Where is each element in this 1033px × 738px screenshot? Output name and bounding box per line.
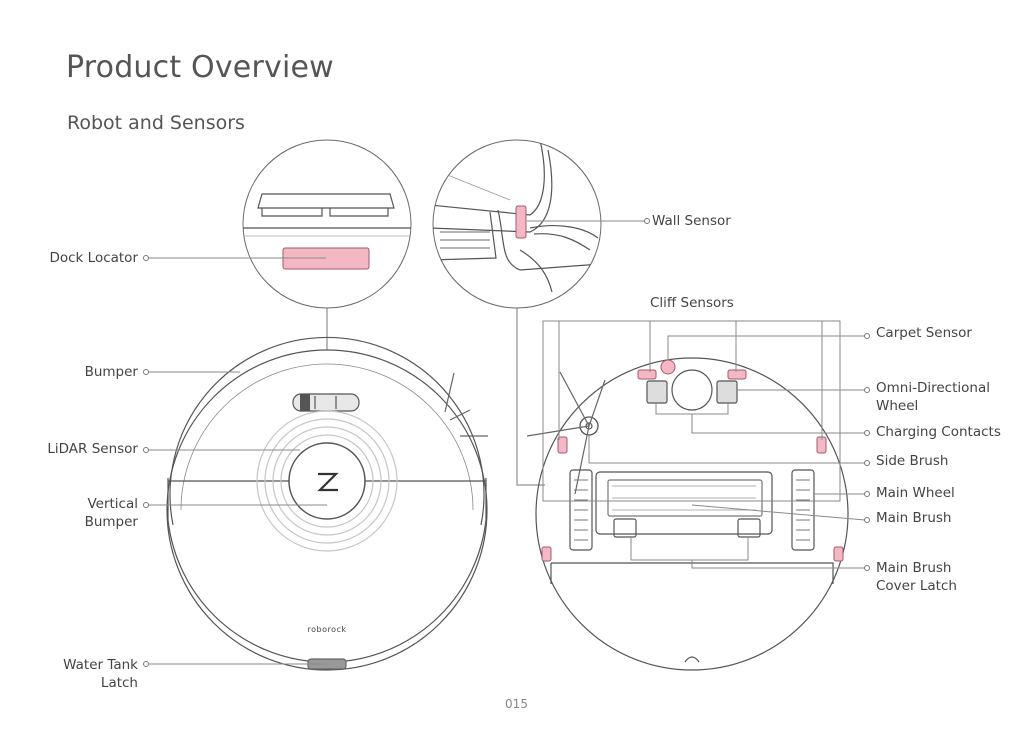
wall-sensor-inset [430,140,601,308]
label-omni-wheel: Omni-Directional Wheel [876,379,990,415]
robot-top-view [167,337,488,670]
page-number: 015 [0,697,1033,711]
label-wall-sensor: Wall Sensor [652,212,731,230]
label-omni-wheel-line2: Wheel [876,398,918,414]
label-dock-locator: Dock Locator [49,249,138,267]
cliff-sensor-rear-right [834,547,843,561]
wall-sensor-window [516,206,526,238]
label-main-brush-cover-latch: Main Brush Cover Latch [876,559,957,595]
roborock-logo: roborock [307,625,346,634]
label-side-brush: Side Brush [876,452,948,470]
cliff-sensor-left [638,370,656,379]
label-vertical-bumper: Vertical Bumper [85,495,138,531]
label-main-brush-cover-latch-line2: Cover Latch [876,578,957,594]
label-main-brush-cover-latch-line1: Main Brush [876,560,951,576]
label-bumper: Bumper [85,363,138,381]
label-cliff-sensors: Cliff Sensors [650,294,734,312]
label-water-tank-latch-line1: Water Tank [63,657,138,673]
cliff-sensor-right [728,370,746,379]
label-main-brush: Main Brush [876,509,951,527]
label-water-tank-latch: Water Tank Latch [63,656,138,692]
label-carpet-sensor: Carpet Sensor [876,324,972,342]
cliff-sensor-rear-left [542,547,551,561]
label-water-tank-latch-line2: Latch [101,675,138,691]
dock-locator-inset [230,140,420,308]
label-vertical-bumper-line1: Vertical [87,496,138,512]
label-main-wheel: Main Wheel [876,484,955,502]
label-vertical-bumper-line2: Bumper [85,514,138,530]
label-charging-contacts: Charging Contacts [876,423,1001,441]
label-omni-wheel-line1: Omni-Directional [876,380,990,396]
carpet-sensor [661,360,675,374]
label-lidar-sensor: LiDAR Sensor [47,440,138,458]
